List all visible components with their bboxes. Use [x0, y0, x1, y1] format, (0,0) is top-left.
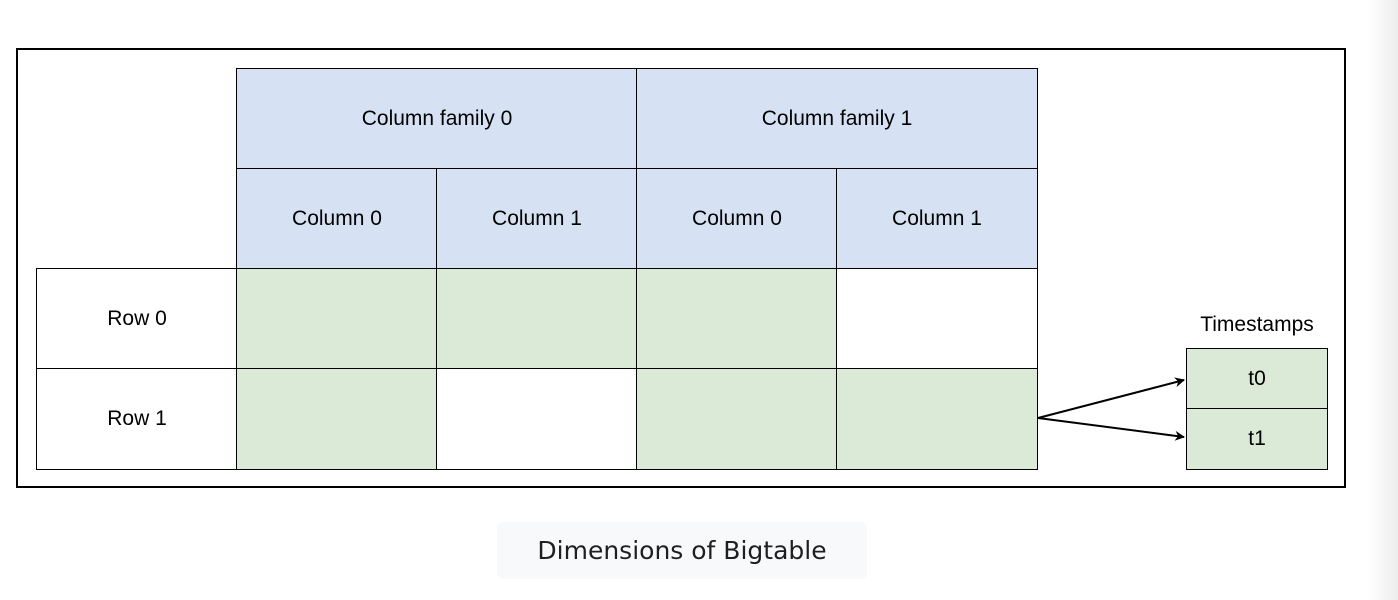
column-family-0-label: Column family 0	[361, 107, 513, 130]
column-family-1-header: Column family 1	[636, 68, 1038, 170]
table-cell-empty	[836, 268, 1038, 370]
caption-text: Dimensions of Bigtable	[537, 536, 827, 565]
row-header: Row 0	[36, 268, 238, 370]
table-cell-filled	[636, 368, 838, 470]
column-header: Column 0	[636, 168, 838, 270]
column-header: Column 1	[836, 168, 1038, 270]
column-family-1-label: Column family 1	[761, 107, 913, 130]
column-header-label: Column 1	[492, 207, 582, 230]
row-header-label: Row 1	[107, 407, 167, 430]
timestamp-cell-t0: t0	[1186, 348, 1328, 410]
column-header-label: Column 0	[692, 207, 782, 230]
table-cell-filled	[236, 368, 438, 470]
column-header: Column 0	[236, 168, 438, 270]
table-cell-filled	[636, 268, 838, 370]
table-cell-filled	[836, 368, 1038, 470]
table-cell-empty	[436, 368, 638, 470]
scrollbar-shadow	[1368, 0, 1398, 600]
figure-caption: Dimensions of Bigtable	[497, 522, 867, 579]
timestamp-cell-t1: t1	[1186, 408, 1328, 470]
column-family-0-header: Column family 0	[236, 68, 638, 170]
row-header: Row 1	[36, 368, 238, 470]
column-header-label: Column 1	[892, 207, 982, 230]
row-header-label: Row 0	[107, 307, 167, 330]
table-cell-filled	[236, 268, 438, 370]
timestamp-label: t0	[1248, 367, 1266, 390]
timestamp-label: t1	[1248, 427, 1266, 450]
column-header: Column 1	[436, 168, 638, 270]
table-cell-filled	[436, 268, 638, 370]
timestamps-title: Timestamps	[1200, 313, 1314, 336]
column-header-label: Column 0	[292, 207, 382, 230]
